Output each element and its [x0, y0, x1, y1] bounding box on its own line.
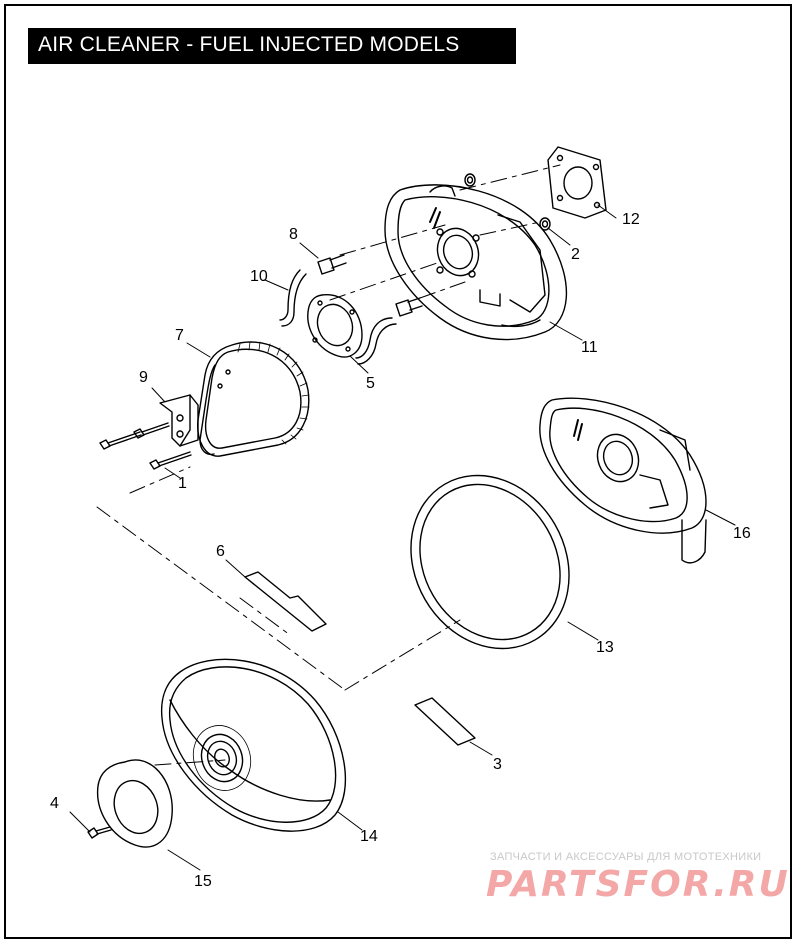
callout-7: 7 [175, 327, 184, 344]
breather-bolt-part-8 [317, 254, 423, 317]
o-ring-part-2 [464, 173, 551, 231]
trim-ring-part-15 [96, 759, 173, 848]
filter-element-part-7 [197, 341, 310, 457]
cover-part-14 [160, 658, 347, 832]
callout-16: 16 [733, 525, 751, 542]
callout-2: 2 [571, 246, 580, 263]
callout-11: 11 [581, 339, 598, 356]
watermark-subtitle: ЗАПЧАСТИ И АКСЕССУАРЫ ДЛЯ МОТОТЕХНИКИ [490, 851, 762, 863]
page-title: AIR CLEANER - FUEL INJECTED MODELS [38, 33, 460, 56]
callout-13: 13 [596, 639, 614, 656]
callout-5: 5 [366, 375, 375, 392]
callout-9: 9 [139, 369, 148, 386]
callout-15: 15 [194, 873, 212, 890]
callout-10: 10 [250, 268, 268, 285]
callout-12: 12 [622, 211, 640, 228]
callout-6: 6 [216, 543, 225, 560]
callout-labels: 1 2 3 4 5 6 7 8 9 10 11 12 13 14 15 16 [50, 211, 751, 890]
screw-part-1 [99, 422, 192, 470]
diagram-frame [4, 4, 792, 939]
backplate-part-11 [384, 184, 568, 341]
bracket-part-9 [159, 394, 199, 447]
gasket-part-12 [547, 146, 607, 219]
callout-4: 4 [50, 795, 59, 812]
callout-8: 8 [289, 226, 298, 243]
seal-ring-part-13 [410, 474, 570, 650]
screw-part-4 [87, 826, 112, 839]
assembly-centerlines [96, 164, 561, 766]
callout-1: 1 [178, 475, 187, 492]
gasket-part-5 [307, 294, 363, 358]
callout-3: 3 [493, 756, 502, 773]
label-part-3 [414, 697, 476, 746]
callout-14: 14 [360, 828, 378, 845]
watermark-logo: PARTSFOR.RU [486, 864, 790, 905]
breather-hose-part-10 [279, 269, 397, 365]
leader-lines [69, 204, 736, 871]
label-part-6 [244, 571, 327, 632]
backplate-part-16 [539, 397, 707, 564]
title-bar: AIR CLEANER - FUEL INJECTED MODELS [28, 28, 516, 64]
